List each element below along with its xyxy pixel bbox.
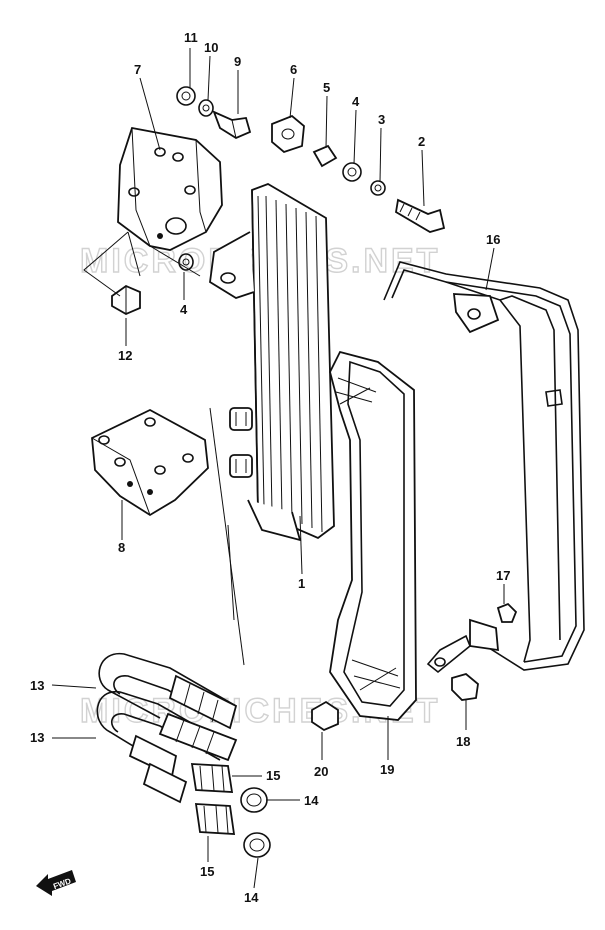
callout-16: 16 xyxy=(486,232,500,247)
callout-19: 19 xyxy=(380,762,394,777)
callout-7: 7 xyxy=(134,62,141,77)
callout-14-upper: 14 xyxy=(304,793,319,808)
outer-frame-part-16 xyxy=(383,261,585,674)
callout-15-lower: 15 xyxy=(200,864,214,879)
callout-5: 5 xyxy=(323,80,330,95)
callout-6: 6 xyxy=(290,62,297,77)
o-rings-part-14 xyxy=(240,787,271,858)
callout-numbers: 11 10 9 7 6 5 4 3 2 16 4 12 8 1 17 13 13… xyxy=(30,30,510,905)
callout-20: 20 xyxy=(314,764,328,779)
upper-bracket-part-7 xyxy=(117,126,223,251)
callout-13-lower: 13 xyxy=(30,730,44,745)
callout-12: 12 xyxy=(118,348,132,363)
hose-fittings-part-15 xyxy=(190,763,236,835)
callout-2: 2 xyxy=(418,134,425,149)
callout-13-upper: 13 xyxy=(30,678,44,693)
cooler-guard-part-19 xyxy=(329,350,417,721)
callout-11: 11 xyxy=(184,30,198,45)
hardware-parts xyxy=(111,86,518,732)
callout-17: 17 xyxy=(496,568,510,583)
callout-4-lower: 4 xyxy=(180,302,188,317)
callout-14-lower: 14 xyxy=(244,890,259,905)
callout-8: 8 xyxy=(118,540,125,555)
callout-3: 3 xyxy=(378,112,385,127)
callout-18: 18 xyxy=(456,734,470,749)
callout-15-upper: 15 xyxy=(266,768,280,783)
callout-10: 10 xyxy=(204,40,218,55)
callout-4-top: 4 xyxy=(352,94,360,109)
forward-arrow: FWD xyxy=(36,870,76,896)
oil-cooler-part-1 xyxy=(209,183,335,542)
callout-9: 9 xyxy=(234,54,241,69)
oil-hoses-part-13 xyxy=(96,653,238,804)
callout-1: 1 xyxy=(298,576,305,591)
leader-lines xyxy=(51,48,505,889)
lower-bracket-part-8 xyxy=(91,408,209,517)
